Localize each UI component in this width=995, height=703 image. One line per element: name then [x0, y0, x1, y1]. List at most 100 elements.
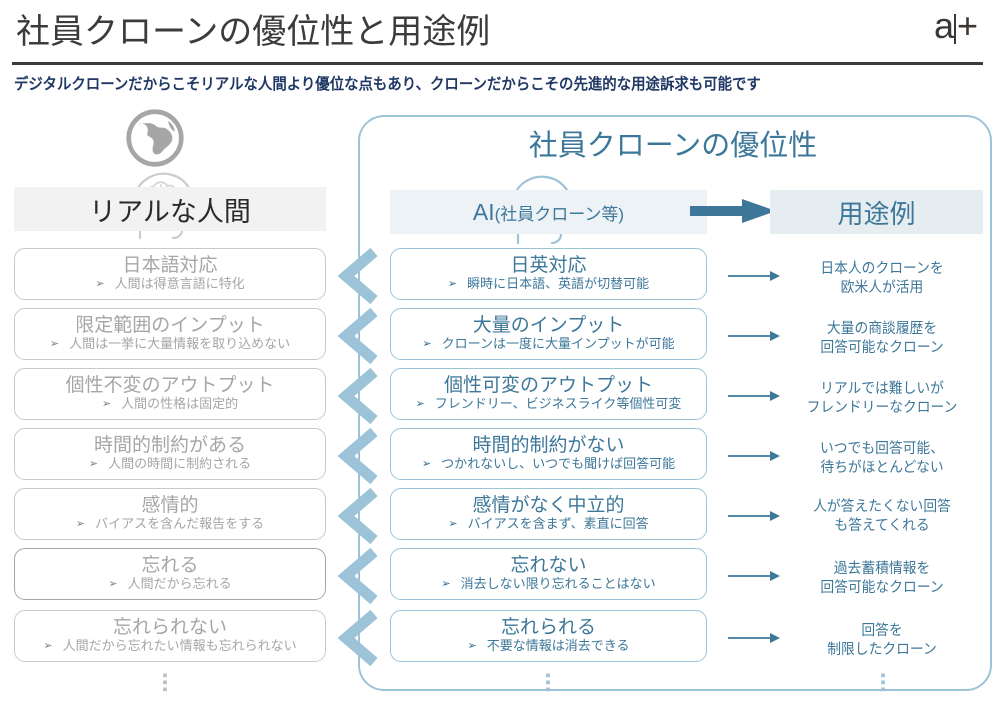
usecase-line-1: 人が答えたくない回答 — [813, 499, 951, 515]
usecase-text: 過去蓄積情報を 回答可能なクローン — [789, 560, 975, 597]
ai-card-sub-text: クローンは一度に大量インプットが可能 — [441, 336, 675, 351]
bullet-icon: ➢ — [421, 458, 432, 471]
ai-card-sub: ➢ フレンドリー、ビジネスライク等個性可変 — [415, 396, 682, 412]
ai-card[interactable]: 感情がなく中立的 ➢ バイアスを含まず、素直に回答 — [390, 488, 707, 540]
usecase-arrow-icon — [728, 511, 780, 521]
ai-card-sub-text: フレンドリー、ビジネスライク等個性可変 — [434, 396, 682, 411]
usecase-arrow-icon — [728, 391, 780, 401]
usecase-line-2: 回答可能なクローン — [820, 579, 944, 596]
page-subtitle: デジタルクローンだからこそリアルな人間より優位な点もあり、クローンだからこその先… — [14, 76, 761, 93]
human-card-sub-text: 人間の性格は固定的 — [121, 396, 239, 411]
human-card-sub: ➢ 人間だから忘れる — [108, 576, 232, 592]
chevron-left-icon — [337, 248, 378, 304]
ai-card-title: 感情がなく中立的 — [472, 495, 625, 517]
ai-card-title: 時間的制約がない — [472, 435, 625, 457]
human-card[interactable]: 日本語対応 ➢ 人間は得意言語に特化 — [14, 248, 326, 300]
human-card-sub: ➢ 人間は得意言語に特化 — [95, 276, 245, 292]
bullet-icon: ➢ — [422, 338, 432, 351]
human-card[interactable]: 忘れる ➢ 人間だから忘れる — [14, 548, 326, 600]
bullet-icon: ➢ — [75, 518, 86, 531]
brand-logo: a+ — [933, 5, 978, 46]
human-card-sub: ➢ バイアスを含んだ報告をする — [75, 516, 265, 532]
more-items-ellipsis-ai: ▪ ▪ ▪ — [543, 667, 553, 697]
usecase-line-2: 待ちがほとんどない — [820, 459, 944, 476]
ai-card-title: 日英対応 — [510, 255, 587, 277]
globe-icon — [126, 109, 184, 167]
chevron-left-icon — [337, 368, 378, 424]
human-card[interactable]: 個性不変のアウトプット ➢ 人間の性格は固定的 — [14, 368, 326, 420]
usecase-line-1: 過去蓄積情報を — [833, 561, 931, 577]
human-card[interactable]: 時間的制約がある ➢ 人間の時間に制約される — [14, 428, 326, 480]
ellipsis-dot: ▪ — [545, 667, 551, 684]
bullet-icon: ➢ — [43, 640, 53, 653]
bullet-icon: ➢ — [448, 518, 458, 531]
usecase-arrow-icon — [728, 271, 780, 281]
ellipsis-dot: ▪ — [880, 667, 886, 684]
page-title: 社員クローンの優位性と用途例 — [16, 13, 491, 51]
bullet-icon: ➢ — [101, 398, 112, 411]
ai-card-sub-text: 消去しない限り忘れることはない — [460, 576, 656, 591]
human-card-title: 日本語対応 — [122, 255, 218, 277]
column-header-human: リアルな人間 — [14, 187, 326, 231]
human-card-sub-text: 人間の時間に制約される — [108, 456, 252, 471]
human-card-title: 忘れる — [141, 555, 199, 577]
ai-card[interactable]: 個性可変のアウトプット ➢ フレンドリー、ビジネスライク等個性可変 — [390, 368, 707, 420]
bullet-icon: ➢ — [95, 278, 105, 291]
ai-card[interactable]: 忘れない ➢ 消去しない限り忘れることはない — [390, 548, 707, 600]
human-card-title: 個性不変のアウトプット — [65, 375, 275, 397]
human-card[interactable]: 限定範囲のインプット ➢ 人間は一挙に大量情報を取り込めない — [14, 308, 326, 360]
column-header-usecase: 用途例 — [770, 190, 983, 234]
ai-card-title: 忘れない — [510, 555, 587, 577]
ai-card[interactable]: 大量のインプット ➢ クローンは一度に大量インプットが可能 — [390, 308, 707, 360]
comparison-row: 時間的制約がある ➢ 人間の時間に制約される 時間的制約がない ➢ つかれないし… — [0, 428, 995, 484]
usecase-arrow-icon — [728, 571, 780, 581]
ai-card[interactable]: 時間的制約がない ➢ つかれないし、いつでも聞けば回答可能 — [390, 428, 707, 480]
usecase-line-2: 制限したクローン — [827, 641, 937, 658]
human-card-sub: ➢ 人間の性格は固定的 — [101, 396, 239, 412]
usecase-line-2: も答えてくれる — [834, 517, 930, 534]
human-card-sub-text: バイアスを含んだ報告をする — [95, 516, 265, 531]
human-card[interactable]: 感情的 ➢ バイアスを含んだ報告をする — [14, 488, 326, 540]
ai-card[interactable]: 忘れられる ➢ 不要な情報は消去できる — [390, 610, 707, 662]
logo-bar-icon — [953, 14, 956, 44]
bullet-icon: ➢ — [415, 398, 425, 411]
column-header-ai-label: AI — [472, 198, 495, 225]
ai-card-title: 忘れられる — [500, 617, 596, 639]
ellipsis-dot: ▪ — [162, 681, 168, 698]
column-header-ai: AI(社員クローン等) — [390, 190, 707, 234]
logo-letter-a: a — [933, 5, 954, 46]
usecase-text: いつでも回答可能、 待ちがほとんどない — [789, 440, 975, 477]
human-card-title: 時間的制約がある — [93, 435, 246, 457]
usecase-line-2: 欧米人が活用 — [840, 279, 924, 296]
usecase-line-2: 回答可能なクローン — [820, 339, 944, 356]
ai-card[interactable]: 日英対応 ➢ 瞬時に日本語、英語が切替可能 — [390, 248, 707, 300]
usecase-line-2: フレンドリーなクローン — [806, 399, 958, 416]
human-card-sub-text: 人間だから忘れる — [127, 576, 232, 591]
ai-card-sub-text: つかれないし、いつでも聞けば回答可能 — [441, 456, 676, 471]
bullet-icon: ➢ — [447, 278, 458, 291]
human-card-title: 感情的 — [141, 495, 199, 517]
human-card-sub-text: 人間は一挙に大量情報を取り込めない — [69, 336, 291, 351]
bullet-icon: ➢ — [467, 640, 477, 653]
usecase-text: リアルでは難しいが フレンドリーなクローン — [789, 380, 975, 417]
ellipsis-dot: ▪ — [880, 681, 886, 698]
comparison-row: 感情的 ➢ バイアスを含んだ報告をする 感情がなく中立的 ➢ バイアスを含まず、… — [0, 488, 995, 544]
chevron-left-icon — [337, 488, 378, 544]
human-card[interactable]: 忘れられない ➢ 人間だから忘れたい情報も忘れられない — [14, 610, 326, 662]
ai-card-sub: ➢ 不要な情報は消去できる — [467, 638, 630, 654]
ai-card-title: 個性可変のアウトプット — [443, 375, 653, 397]
human-card-sub-text: 人間は得意言語に特化 — [114, 276, 245, 291]
ai-card-title: 大量のインプット — [472, 315, 625, 337]
column-header-ai-sublabel: (社員クローン等) — [494, 204, 625, 224]
usecase-arrow-icon — [728, 451, 780, 461]
column-header-usecase-label: 用途例 — [837, 198, 916, 229]
ai-card-sub-text: 不要な情報は消去できる — [486, 638, 630, 653]
human-card-sub: ➢ 人間の時間に制約される — [89, 456, 252, 472]
bullet-icon: ➢ — [49, 338, 60, 351]
usecase-arrow-icon — [728, 331, 780, 341]
usecase-text: 回答を 制限したクローン — [789, 622, 975, 659]
ai-card-sub: ➢ クローンは一度に大量インプットが可能 — [422, 336, 675, 352]
chevron-left-icon — [337, 548, 378, 604]
human-card-sub-text: 人間だから忘れたい情報も忘れられない — [62, 638, 297, 653]
usecase-line-1: 回答を — [861, 623, 903, 639]
